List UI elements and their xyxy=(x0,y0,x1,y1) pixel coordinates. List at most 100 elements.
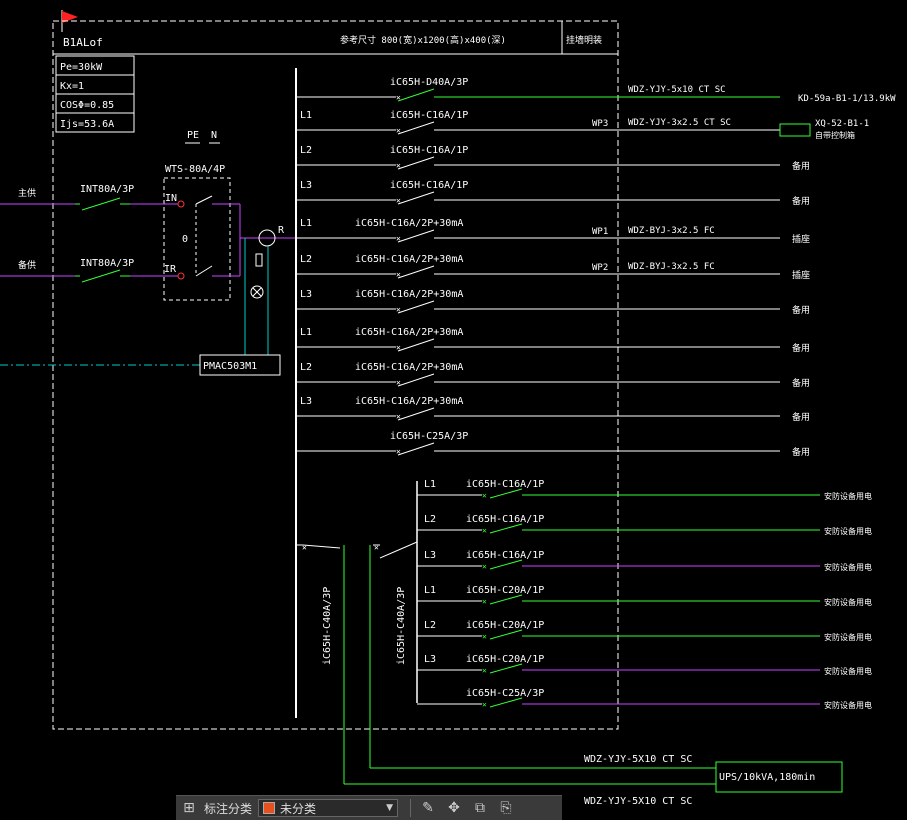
breaker-label: iC65H-C20A/1P xyxy=(466,585,544,596)
backup-breaker-label: INT80A/3P xyxy=(80,258,134,269)
destination-label: 备用 xyxy=(792,304,810,316)
phase-label: L1 xyxy=(300,327,312,338)
destination-label: 安防设备用电 xyxy=(824,562,872,572)
phase-label: L3 xyxy=(300,180,312,191)
circuit-code: WP2 xyxy=(592,263,608,273)
phase-label: L2 xyxy=(300,254,312,265)
breaker-label: iC65H-C16A/2P+30mA xyxy=(355,289,463,300)
breaker-mark-icon: ✕ xyxy=(482,562,487,571)
n-label: N xyxy=(211,130,217,141)
breaker-label: iC65H-C16A/2P+30mA xyxy=(355,396,463,407)
cable-label: WDZ-YJY-5x10 CT SC xyxy=(628,85,726,95)
circuit-code: WP1 xyxy=(592,227,608,237)
svg-text:0: 0 xyxy=(182,234,188,245)
phase-label: L3 xyxy=(300,289,312,300)
move-icon[interactable]: ✥ xyxy=(448,800,460,816)
ats-label: WTS-80A/4P xyxy=(165,164,225,175)
destination-label: 备用 xyxy=(792,377,810,389)
phase-label: L2 xyxy=(424,620,436,631)
breaker-label: iC65H-C20A/1P xyxy=(466,620,544,631)
destination-label: 安防设备用电 xyxy=(824,491,872,501)
breaker-mark-icon: ✕ xyxy=(396,126,401,135)
destination-label: 备用 xyxy=(792,160,810,172)
lamp-icon xyxy=(250,285,264,299)
destination-label: 备用 xyxy=(792,342,810,354)
destination-label: 安防设备用电 xyxy=(824,700,872,710)
phase-label: L1 xyxy=(424,585,436,596)
breaker-mark-icon: ✕ xyxy=(482,666,487,675)
phase-label: L3 xyxy=(424,654,436,665)
breaker-mark-icon: ✕ xyxy=(396,447,401,456)
annotation-category-select[interactable]: 未分类 ▼ xyxy=(258,799,399,817)
copy-icon[interactable]: ⧉ xyxy=(475,800,486,816)
param-kx: Kx=1 xyxy=(60,81,84,92)
breaker-label: iC65H-C16A/2P+30mA xyxy=(355,327,463,338)
main-breaker-label: INT80A/3P xyxy=(80,184,134,195)
ats-box xyxy=(163,177,231,301)
phase-label: L3 xyxy=(424,550,436,561)
phase-label: L2 xyxy=(300,145,312,156)
backup-supply-label: 备供 xyxy=(18,259,36,271)
destination-label: 安防设备用电 xyxy=(824,632,872,642)
breaker-contact xyxy=(397,191,435,205)
svg-text:IR: IR xyxy=(164,264,177,275)
breaker-contact xyxy=(397,373,435,387)
annotation-category-label: 标注分类 xyxy=(204,801,253,816)
breaker-contact xyxy=(489,523,523,534)
breaker-contact xyxy=(489,697,523,708)
breaker-label: iC65H-C16A/2P+30mA xyxy=(355,362,463,373)
annotation-toolbar: ⊞ 标注分类 未分类 ▼ ✎ ✥ ⧉ ⎘ xyxy=(176,795,562,820)
destination-label: KD-59a-B1-1/13.9kW xyxy=(798,94,896,104)
destination-label: 备用 xyxy=(792,195,810,207)
ups-label: UPS/10kVA,180min xyxy=(719,772,815,783)
breaker-label: iC65H-C16A/1P xyxy=(390,145,468,156)
phase-label: L2 xyxy=(300,362,312,373)
breaker-label: iC65H-C16A/1P xyxy=(466,514,544,525)
phase-label: L2 xyxy=(424,514,436,525)
breaker-label: iC65H-C25A/3P xyxy=(390,431,468,442)
breaker-contact xyxy=(397,265,435,279)
breaker-contact xyxy=(397,407,435,421)
breaker-mark-icon: ✕ xyxy=(396,161,401,170)
breaker-mark-icon: ✕ xyxy=(482,491,487,500)
circuit-row: ✕ L2 iC65H-C16A/1P 备用 xyxy=(296,145,810,172)
ups-circuit-row: ✕ L3 iC65H-C16A/1P 安防设备用电 xyxy=(417,550,872,572)
breaker-label: iC65H-C16A/1P xyxy=(390,180,468,191)
breaker-mark-icon: ✕ xyxy=(482,632,487,641)
breaker-mark-icon: ✕ xyxy=(396,234,401,243)
toolbar-divider xyxy=(410,799,412,817)
breaker-label: iC65H-C16A/2P+30mA xyxy=(355,254,463,265)
destination-label: 安防设备用电 xyxy=(824,526,872,536)
destination-label: XQ-52-B1-1 xyxy=(815,119,869,129)
grid-icon[interactable]: ⊞ xyxy=(183,800,195,816)
param-cos: COSΦ=0.85 xyxy=(60,100,114,111)
phase-label: L1 xyxy=(424,479,436,490)
destination-label: 备用 xyxy=(792,446,810,458)
breaker-contact xyxy=(489,663,523,674)
paste-icon[interactable]: ⎘ xyxy=(500,800,512,816)
ups-circuit-row: ✕ L2 iC65H-C16A/1P 安防设备用电 xyxy=(417,514,872,536)
edit-icon[interactable]: ✎ xyxy=(422,800,434,816)
breaker-mark-icon: ✕ xyxy=(482,526,487,535)
pmac-box xyxy=(199,354,281,376)
destination-label: 安防设备用电 xyxy=(824,597,872,607)
svg-text:✕: ✕ xyxy=(302,543,307,552)
main-supply-label: 主供 xyxy=(18,187,36,199)
breaker-label: iC65H-D40A/3P xyxy=(390,77,468,88)
svg-text:IN: IN xyxy=(165,193,177,204)
panel-boundary xyxy=(52,20,619,730)
breaker-contact xyxy=(397,300,435,314)
param-box: Pe=30kW Kx=1 COSΦ=0.85 Ijs=53.6A xyxy=(55,55,135,133)
meter-icon xyxy=(258,229,276,247)
breaker-contact xyxy=(489,559,523,570)
breaker-label: iC65H-C16A/2P+30mA xyxy=(355,218,463,229)
breaker-contact xyxy=(397,229,435,243)
destination-label: 插座 xyxy=(792,233,810,245)
circuit-row: ✕ iC65H-C25A/3P 备用 xyxy=(296,431,810,458)
breaker-label: iC65H-C16A/1P xyxy=(466,550,544,561)
